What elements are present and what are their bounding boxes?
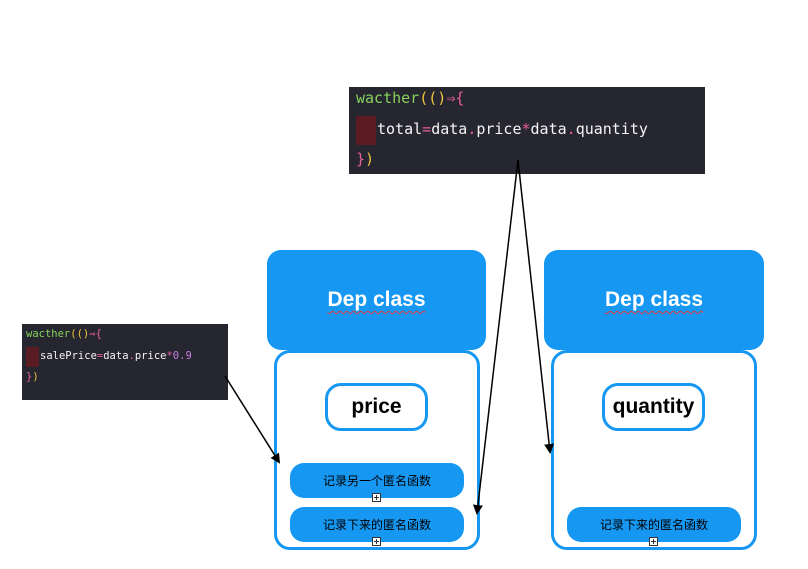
expand-plus-icon[interactable] [372,493,381,502]
code-line-3: }) [356,150,375,168]
arrow-saleprice-to-price [224,375,281,464]
property-pill-price: price [325,383,428,431]
property-pill-quantity: quantity [602,383,705,431]
dep-class-header-price: Dep class [267,250,486,350]
code-gutter-marker [26,347,39,367]
subscriber-function-label: 记录下来的匿名函数 [322,518,431,532]
property-label: quantity [612,395,695,418]
property-label: price [351,395,402,418]
code-line-2: salePrice=data.price*0.9 [40,350,192,362]
arrow-to-quantity-deps [517,159,555,454]
expand-plus-icon[interactable] [372,537,381,546]
arrow-to-price-deps [472,159,519,515]
code-line-3: }) [26,371,39,383]
dep-class-title: Dep class [604,288,704,311]
code-gutter-marker [356,116,376,145]
subscriber-function-pill: 记录下来的匿名函数 [290,507,464,542]
code-line-2: total=data.price*data.quantity [377,120,648,138]
dep-class-title: Dep class [327,288,426,311]
subscriber-function-pill: 记录另一个匿名函数 [290,463,464,498]
code-line-1: wacther(()⇒{ [356,89,465,107]
expand-plus-icon[interactable] [649,537,658,546]
code-line-1: wacther(()⇒{ [26,328,102,340]
subscriber-function-label: 记录下来的匿名函数 [599,518,708,532]
dep-class-header-quantity: Dep class [544,250,764,350]
watcher-code-block-saleprice: wacther(()⇒{ salePrice=data.price*0.9 }) [22,324,228,400]
subscriber-function-label: 记录另一个匿名函数 [322,474,431,488]
subscriber-function-pill: 记录下来的匿名函数 [567,507,741,542]
watcher-code-block-total: wacther(()⇒{ total=data.price*data.quant… [349,87,705,174]
